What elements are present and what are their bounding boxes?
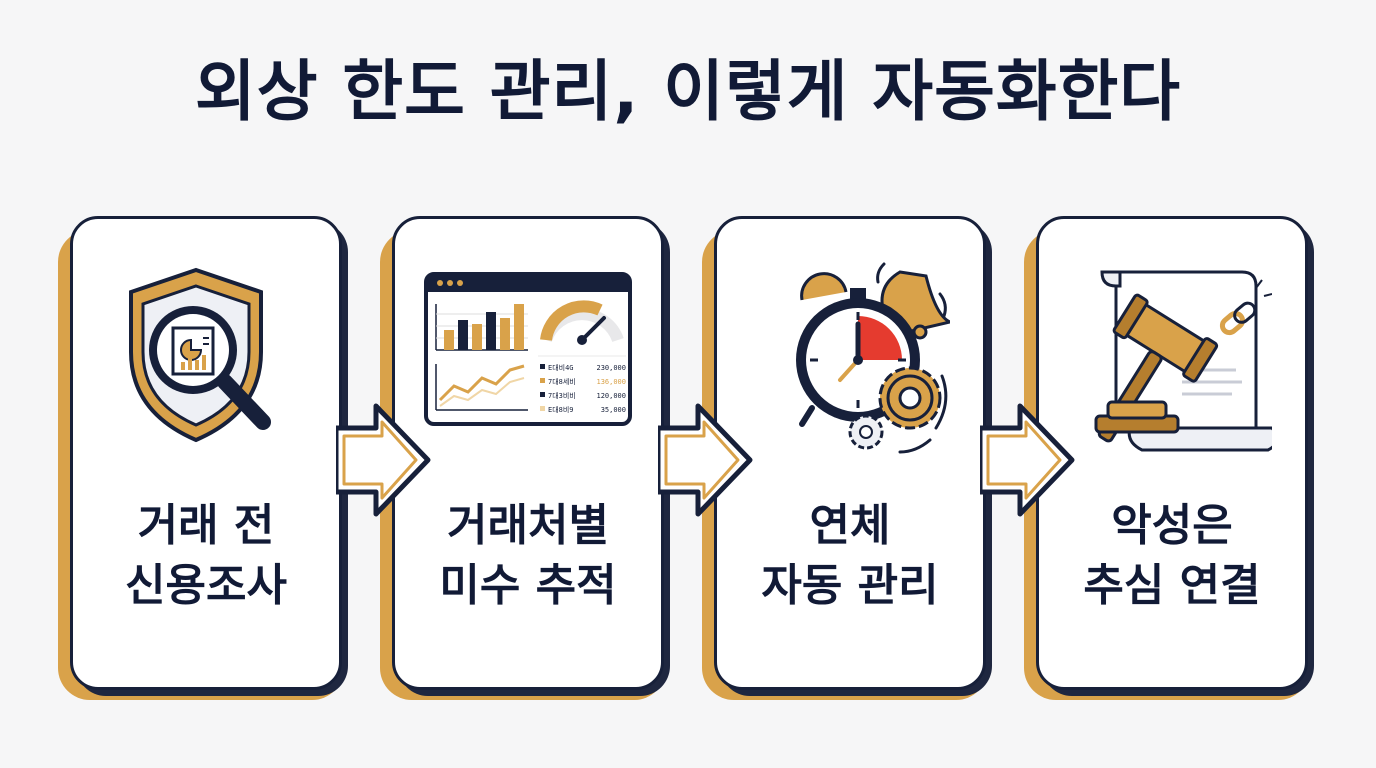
step-label-line1: 연체 — [809, 500, 891, 551]
step-label-line2: 자동 관리 — [761, 560, 939, 611]
dashboard-row-label: E대8비9 — [548, 405, 574, 414]
page-title: 외상 한도 관리, 이렇게 자동화한다 — [194, 53, 1182, 130]
shield-magnifier-icon — [70, 262, 342, 452]
dashboard-row-label: E대비4G — [548, 363, 574, 372]
step-label-line1: 거래 전 — [137, 500, 275, 551]
step-label: 거래처별 미수 추적 — [392, 496, 664, 616]
flow-arrow-icon — [658, 403, 753, 517]
alarm-clock-icon — [714, 246, 986, 454]
gavel-icon — [1036, 266, 1308, 456]
step-label-line1: 거래처별 — [447, 500, 609, 551]
step-label: 연체 자동 관리 — [714, 496, 986, 616]
flow-arrow-icon — [980, 403, 1075, 517]
dashboard-row-value: 120,000 — [596, 392, 626, 400]
dashboard-row-value: 35,000 — [601, 406, 626, 414]
dashboard-row-label: 7대3비비 — [548, 391, 576, 400]
step-overdue-management: 연체 자동 관리 — [702, 216, 992, 700]
step-label-line2: 추심 연결 — [1083, 560, 1261, 611]
flow-arrow-icon — [336, 403, 431, 517]
step-credit-check: 거래 전 신용조사 — [58, 216, 348, 700]
step-label-line2: 신용조사 — [125, 560, 287, 611]
dashboard-row-label: 7대8세비 — [548, 377, 576, 386]
dashboard-row-value: 136,000 — [596, 378, 626, 386]
step-label-line2: 미수 추적 — [439, 560, 617, 611]
step-label: 거래 전 신용조사 — [70, 496, 342, 616]
step-receivable-tracking: E대비4G 230,000 7대8세비 136,000 7대3비비 120,00… — [380, 216, 670, 700]
step-label: 악성은 추심 연결 — [1036, 496, 1308, 616]
dashboard-row-value: 230,000 — [596, 364, 626, 372]
step-label-line1: 악성은 — [1111, 500, 1233, 551]
dashboard-icon: E대비4G 230,000 7대8세비 136,000 7대3비비 120,00… — [392, 268, 664, 458]
step-collection-link: 악성은 추심 연결 — [1024, 216, 1314, 700]
